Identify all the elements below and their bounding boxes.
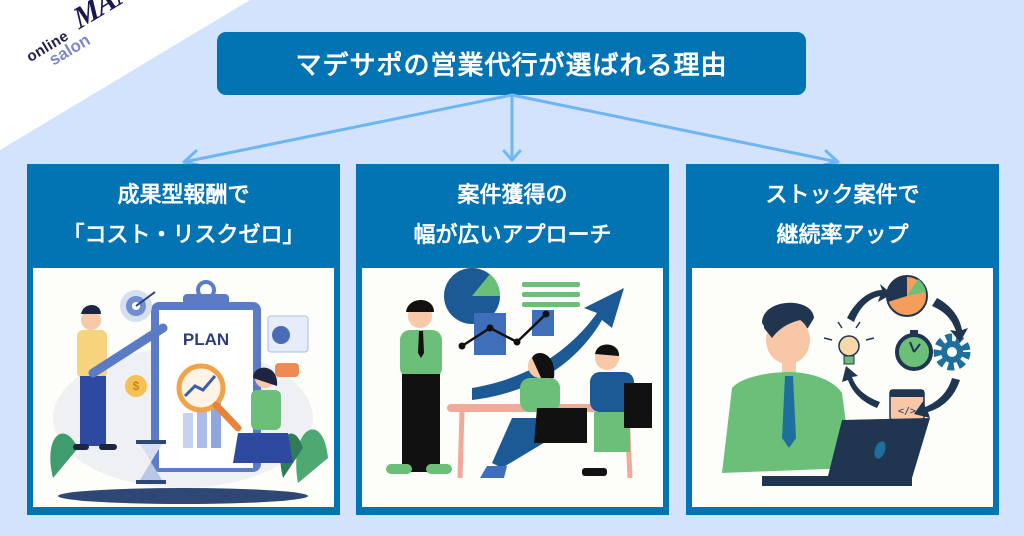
card-title: ストック案件で 継続率アップ (686, 176, 999, 256)
pie-chart-icon (886, 275, 928, 317)
card-title: 成果型報酬で 「コスト・リスクゼロ」 (27, 176, 340, 256)
card-illustration-plan: PLAN $ (33, 268, 334, 507)
businessman-figure (722, 302, 852, 473)
coin-icon (125, 375, 147, 397)
card-title-line2: 「コスト・リスクゼロ」 (62, 223, 305, 248)
code-window-icon: </> (889, 389, 925, 421)
growth-arrow (472, 288, 624, 400)
chair (534, 408, 587, 443)
arrow-left-head (182, 149, 200, 167)
man-figure (73, 305, 168, 450)
card-illustration-meeting (362, 268, 663, 507)
svg-text:$: $ (133, 379, 140, 393)
cycle-arrows (842, 284, 968, 418)
ground-shadow (58, 488, 308, 504)
plan-label: PLAN (183, 330, 229, 349)
headline-banner: マデサポの営業代行が選ばれる理由 (217, 32, 806, 95)
arrow-left (182, 93, 514, 164)
card-title-line1: ストック案件で (765, 183, 920, 208)
woman-figure (233, 367, 293, 463)
card-title-line1: 案件獲得の (457, 183, 568, 208)
card-title-line1: 成果型報酬で (117, 183, 250, 208)
reason-card-3: ストック案件で 継続率アップ (686, 164, 999, 515)
stopwatch-icon (895, 330, 933, 371)
arrow-right (510, 93, 840, 164)
gear-icon (933, 333, 971, 371)
laptop-icon (762, 418, 930, 486)
card-title-line2: 継続率アップ (776, 223, 909, 248)
arrow-center-head (502, 149, 522, 162)
reason-card-1: 成果型報酬で 「コスト・リスクゼロ」 PLAN (27, 164, 340, 515)
arrow-right-head (822, 149, 840, 167)
reason-card-2: 案件獲得の 幅が広いアプローチ (356, 164, 669, 515)
headline-text: マデサポの営業代行が選ばれる理由 (295, 51, 728, 81)
corner-background (0, 0, 250, 150)
card-illustration-cycle: </> (692, 268, 993, 507)
card-title: 案件獲得の 幅が広いアプローチ (356, 176, 669, 256)
hourglass (136, 440, 166, 484)
code-label: </> (898, 406, 916, 417)
lightbulb-icon (823, 321, 875, 365)
presenter-figure (386, 300, 452, 474)
card-title-line2: 幅が広いアプローチ (413, 223, 612, 248)
